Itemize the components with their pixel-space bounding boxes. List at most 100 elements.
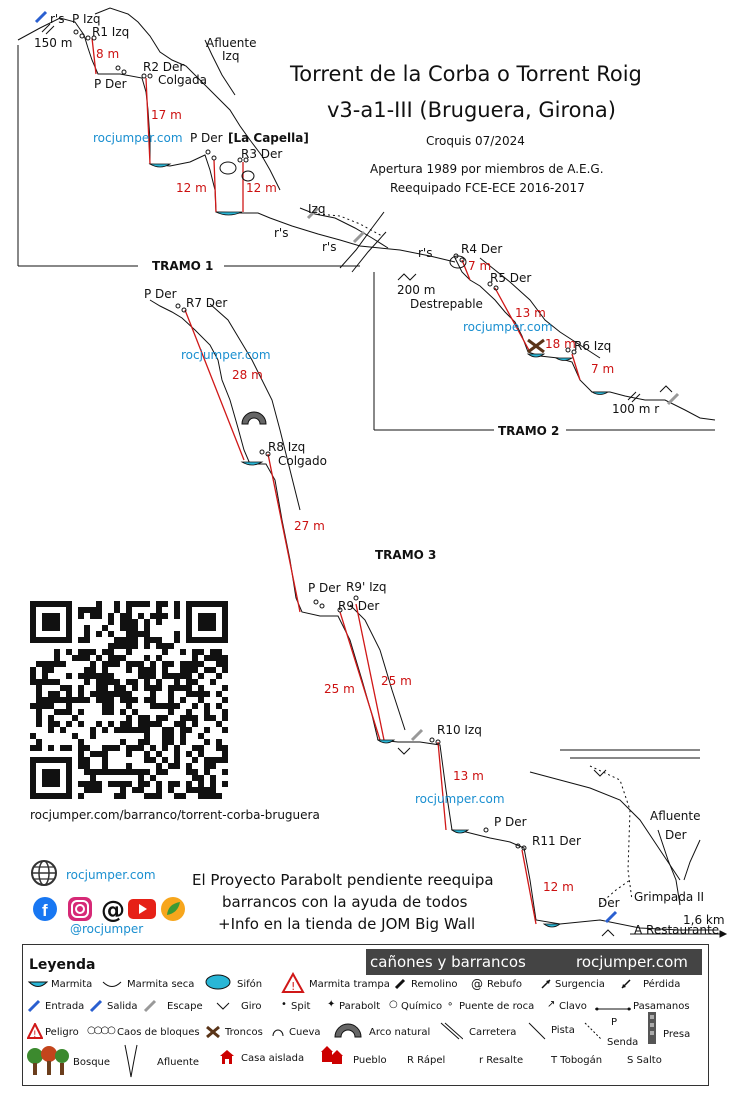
remolino-icon — [394, 978, 406, 990]
legend-resalte: r Resalte — [479, 1055, 524, 1066]
canyon-topo — [17, 7, 728, 938]
spit-icon: • — [281, 999, 287, 1010]
bosque-icon — [27, 1046, 69, 1075]
label-12m-c: 12 m — [543, 880, 574, 894]
label-p-der-4: P Der — [308, 581, 341, 595]
tramo-3-label: TRAMO 3 — [375, 548, 437, 562]
leaf-icon[interactable] — [160, 896, 186, 922]
tramo-2-frame — [373, 272, 715, 431]
label-colgada: Colgada — [158, 73, 207, 87]
youtube-icon[interactable] — [128, 899, 156, 919]
boulders — [219, 161, 467, 269]
label-rs-c: r's — [418, 246, 433, 260]
qr-code[interactable] — [30, 601, 228, 799]
afluente-icon — [124, 1044, 138, 1078]
web-link-4[interactable]: rocjumper.com — [415, 792, 505, 806]
carretera-icon — [440, 1022, 463, 1040]
entrada-legend-icon — [27, 999, 41, 1013]
legend-pueblo: Pueblo — [353, 1055, 387, 1066]
salida-icon — [604, 910, 618, 924]
web-link-1[interactable]: rocjumper.com — [93, 131, 183, 145]
marmita-icon — [27, 981, 49, 987]
senda-icon — [584, 1022, 602, 1040]
label-7m-b: 7 m — [591, 362, 615, 376]
facebook-icon[interactable]: f — [32, 896, 58, 922]
legend-cueva: Cueva — [289, 1027, 321, 1038]
legend-marmita-seca: Marmita seca — [127, 979, 195, 990]
label-25m-a: 25 m — [324, 682, 355, 696]
label-r3: R3 Der — [241, 147, 283, 161]
label-18m: 18 m — [545, 337, 576, 351]
banner-left-text: cañones y barrancos — [370, 953, 526, 971]
label-r9: R9 Der — [338, 599, 380, 613]
cueva-icon — [272, 1029, 284, 1037]
label-afluente-izq-1: Afluente — [206, 36, 257, 50]
label-27m: 27 m — [294, 519, 325, 533]
legend-caos: Caos de bloques — [117, 1027, 200, 1038]
troncos-icon — [527, 338, 545, 354]
legend-arco: Arco natural — [369, 1027, 431, 1038]
legend-carretera: Carretera — [469, 1027, 517, 1038]
promo-line-3: +Info en la tienda de JOM Big Wall — [218, 915, 476, 933]
legend-troncos: Troncos — [225, 1027, 263, 1038]
label-100m: 100 m r — [612, 402, 660, 416]
label-colgado: Colgado — [278, 454, 327, 468]
natural-arch-icon — [241, 411, 267, 425]
legend-perdida: Pérdida — [643, 979, 681, 990]
giro-legend-icon — [216, 1002, 230, 1010]
legend-salto: S Salto — [627, 1055, 662, 1066]
svg-text:!: ! — [291, 980, 295, 993]
caos-icon: ○○○○ — [87, 1025, 116, 1036]
web-link-3[interactable]: rocjumper.com — [181, 348, 271, 362]
canyon-profile-3 — [149, 299, 715, 931]
legend-entrada: Entrada — [45, 1001, 85, 1012]
legend-tobogan: T Tobogán — [551, 1055, 603, 1066]
label-8m: 8 m — [96, 47, 120, 61]
clavo-icon: ↗ — [547, 999, 556, 1010]
apertura-text: Apertura 1989 por miembros de A.E.G. — [370, 162, 604, 176]
brand-banner[interactable]: cañones y barrancos rocjumper.com — [366, 949, 702, 975]
legend-sifon: Sifón — [237, 979, 263, 990]
legend-casa: Casa aislada — [241, 1053, 305, 1064]
social-handle[interactable]: @rocjumper — [70, 922, 144, 936]
puente-icon: ∘ — [447, 999, 454, 1010]
label-rs-top: r's — [50, 12, 65, 26]
reequipado-text: Reequipado FCE-ECE 2016-2017 — [390, 181, 585, 195]
label-destrepable: Destrepable — [410, 297, 483, 311]
threads-icon[interactable]: @ — [100, 896, 124, 922]
label-grimpada: Grimpada II — [634, 890, 705, 904]
label-13m-b: 13 m — [453, 769, 484, 783]
salida-legend-icon — [89, 999, 103, 1013]
label-r4: R4 Der — [461, 242, 503, 256]
banner-right-text: rocjumper.com — [576, 953, 688, 971]
social-web[interactable]: rocjumper.com — [66, 868, 156, 882]
label-150m: 150 m — [34, 36, 73, 50]
legend-pista: Pista — [551, 1025, 575, 1036]
instagram-icon[interactable] — [67, 896, 93, 922]
label-7m-a: 7 m — [468, 259, 492, 273]
label-12m-b: 12 m — [246, 181, 277, 195]
legend-bosque: Bosque — [73, 1057, 111, 1068]
label-izq-escape: Izq — [308, 202, 326, 216]
label-r7: R7 Der — [186, 296, 228, 310]
canyon-profile-1 — [17, 7, 456, 273]
legend-puente: Puente de roca — [459, 1001, 535, 1012]
legend-giro: Giro — [241, 1001, 262, 1012]
label-r10: R10 Izq — [437, 723, 482, 737]
qr-url[interactable]: rocjumper.com/barranco/torrent-corba-bru… — [30, 808, 320, 822]
perdida-icon — [621, 979, 631, 989]
giro-icons — [397, 273, 673, 937]
peligro-icon: ! — [27, 1023, 43, 1039]
globe-icon[interactable] — [30, 859, 58, 887]
label-28m: 28 m — [232, 368, 263, 382]
label-r11: R11 Der — [532, 834, 581, 848]
quimico-icon: ○ — [389, 999, 398, 1010]
legend-peligro: Peligro — [45, 1027, 79, 1038]
pools — [148, 163, 610, 928]
web-link-2[interactable]: rocjumper.com — [463, 320, 553, 334]
casa-icon — [220, 1050, 234, 1064]
troncos-legend-icon — [206, 1025, 220, 1039]
svg-text:!: ! — [33, 1030, 37, 1039]
rope-lines — [91, 37, 581, 925]
label-r5: R5 Der — [490, 271, 532, 285]
